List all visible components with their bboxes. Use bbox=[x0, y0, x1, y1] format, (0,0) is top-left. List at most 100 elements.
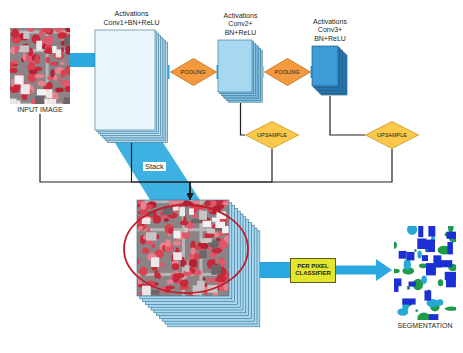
illustration-shape bbox=[46, 57, 51, 64]
diamond-label: POOLING bbox=[274, 69, 299, 75]
illustration-shape bbox=[417, 313, 430, 320]
illustration-shape bbox=[146, 232, 157, 240]
illustration-shape bbox=[151, 257, 159, 267]
illustration-shape bbox=[429, 314, 439, 320]
illustration-shape bbox=[23, 53, 27, 61]
illustration-shape bbox=[416, 309, 418, 311]
illustration-shape bbox=[180, 280, 189, 287]
stack-caption: Conv2+ BN+ReLU bbox=[216, 20, 266, 37]
illustration-shape bbox=[64, 97, 70, 104]
connector-line bbox=[132, 143, 191, 200]
illustration-shape bbox=[189, 259, 197, 267]
illustration-shape bbox=[207, 229, 215, 234]
illustration-shape bbox=[402, 298, 415, 304]
diamond-label: UPSAMPLE bbox=[377, 132, 407, 138]
illustration-shape bbox=[445, 307, 456, 311]
segmentation-image: SEGMENTATION bbox=[392, 226, 458, 330]
connector-line bbox=[330, 96, 365, 135]
caption-block: ActivationsConv2+ BN+ReLU bbox=[216, 12, 266, 37]
illustration-shape bbox=[167, 280, 174, 284]
illustration-shape bbox=[424, 290, 431, 300]
feature-maps bbox=[218, 40, 262, 102]
illustration-shape bbox=[11, 29, 20, 38]
stacked-features: Stack bbox=[137, 200, 260, 327]
illustration-shape bbox=[199, 211, 207, 220]
illustration-shape bbox=[204, 200, 210, 206]
illustration-shape bbox=[60, 62, 64, 66]
illustration-shape bbox=[426, 240, 435, 252]
illustration-shape bbox=[61, 70, 66, 77]
illustration-shape bbox=[417, 239, 426, 249]
diamond-shape bbox=[264, 59, 310, 86]
stack-caption: Conv3+ BN+ReLU bbox=[305, 26, 355, 43]
illustration-shape bbox=[436, 299, 443, 306]
illustration-shape bbox=[16, 100, 20, 104]
connector-line bbox=[190, 149, 272, 200]
activation-stack: ActivationsConv1+BN+ReLU bbox=[95, 30, 168, 143]
illustration-shape bbox=[65, 28, 70, 32]
illustration-shape bbox=[51, 69, 55, 77]
illustration-shape bbox=[173, 274, 180, 283]
illustration-shape bbox=[447, 242, 453, 255]
illustration-shape bbox=[193, 285, 202, 295]
upsample-diamond: UPSAMPLE bbox=[365, 121, 419, 149]
illustration-shape bbox=[28, 73, 37, 83]
stack-caption: Activations bbox=[216, 12, 266, 20]
illustration-shape bbox=[65, 45, 70, 54]
connector-line bbox=[241, 103, 246, 135]
flow-band bbox=[336, 266, 378, 275]
illustration-shape bbox=[137, 200, 229, 296]
illustration-shape bbox=[27, 28, 34, 32]
illustration-shape bbox=[215, 200, 223, 203]
illustration-shape bbox=[138, 225, 142, 230]
illustration-shape bbox=[407, 252, 415, 260]
illustration-shape bbox=[394, 278, 401, 286]
illustration-shape bbox=[142, 286, 151, 296]
image-caption: INPUT IMAGE bbox=[10, 106, 70, 114]
illustration-shape bbox=[140, 201, 146, 210]
illustration-shape bbox=[65, 66, 70, 76]
illustration-shape bbox=[10, 28, 70, 104]
box-label: PER PIXEL CLASSIFIER bbox=[293, 263, 333, 278]
diamond-shape bbox=[246, 122, 299, 149]
diamond-label: POOLING bbox=[180, 69, 205, 75]
illustration-shape bbox=[36, 41, 42, 51]
illustration-shape bbox=[168, 228, 172, 234]
illustration-shape bbox=[399, 251, 407, 259]
illustration-shape bbox=[202, 221, 211, 228]
illustration-shape bbox=[142, 248, 149, 254]
diamond-label: UPSAMPLE bbox=[257, 132, 287, 138]
connector-line bbox=[190, 149, 392, 200]
stack-caption: Activations bbox=[305, 18, 355, 26]
illustration-shape bbox=[222, 202, 229, 205]
upsample-diamond: UPSAMPLE bbox=[245, 121, 299, 149]
illustration-shape bbox=[10, 99, 17, 104]
illustration-shape bbox=[29, 69, 38, 74]
illustration-shape bbox=[142, 217, 151, 224]
illustration-shape bbox=[34, 55, 40, 64]
feature-flow-band bbox=[112, 138, 200, 200]
aerial-photo bbox=[137, 200, 229, 296]
illustration-shape bbox=[38, 81, 45, 86]
image-caption: SEGMENTATION bbox=[392, 322, 458, 330]
illustration-shape bbox=[11, 47, 15, 55]
illustration-shape bbox=[56, 50, 62, 58]
illustration-shape bbox=[409, 282, 416, 287]
pooling-diamond: POOLING bbox=[170, 58, 217, 86]
activation-stack: ActivationsConv2+ BN+ReLU bbox=[218, 40, 263, 103]
illustration-shape bbox=[173, 252, 182, 260]
illustration-shape bbox=[428, 226, 435, 237]
illustration-shape bbox=[407, 286, 410, 290]
illustration-shape bbox=[394, 269, 400, 273]
illustration-shape bbox=[153, 215, 161, 223]
illustration-shape bbox=[10, 62, 13, 69]
illustration-shape bbox=[438, 279, 443, 286]
illustration-shape bbox=[407, 226, 417, 235]
illustration-shape bbox=[185, 265, 189, 271]
illustration-shape bbox=[172, 263, 180, 270]
illustration-shape bbox=[417, 251, 421, 259]
illustration-shape bbox=[394, 242, 397, 249]
illustration-shape bbox=[180, 263, 184, 267]
illustration-shape bbox=[173, 231, 180, 238]
